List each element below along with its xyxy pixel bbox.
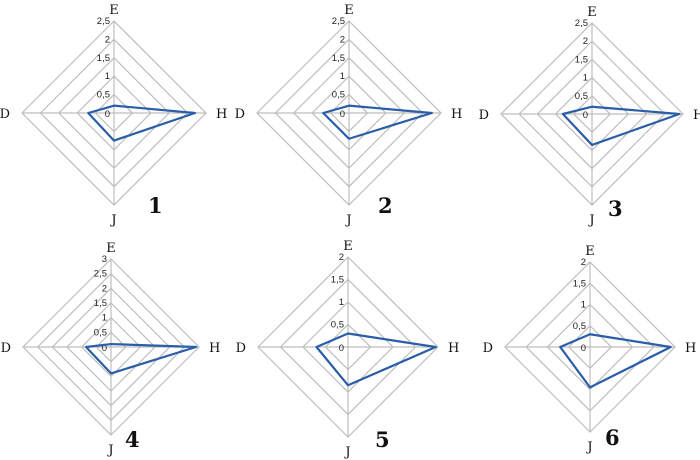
tick-label: 0,5	[575, 91, 588, 102]
axis-label-D: D	[483, 341, 493, 356]
tick-label: 0	[105, 109, 110, 120]
tick-label: 0,5	[573, 321, 586, 332]
axis-label-H: H	[693, 108, 700, 123]
tick-label: 2,5	[94, 269, 107, 280]
chart-number: 5	[375, 427, 390, 452]
axis-label-H: H	[216, 107, 227, 122]
axis-label-D: D	[0, 107, 10, 122]
tick-label: 2	[581, 257, 586, 268]
tick-label: 2	[105, 34, 110, 45]
radar-chart-6: 0 0,5 1 1,5 2E H J D 6	[483, 244, 697, 455]
axis-label-J: J	[106, 443, 113, 458]
chart-number: 6	[605, 425, 620, 450]
tick-label: 0,5	[94, 327, 107, 338]
series-line	[561, 105, 681, 147]
tick-label: 1,5	[94, 298, 107, 309]
series-line	[87, 104, 197, 142]
radar-chart-3: 0 0,5 1 1,5 2 2,5E H J D 3	[479, 5, 700, 228]
tick-label: 1,5	[575, 54, 588, 65]
tick-label: 1	[581, 300, 586, 311]
tick-label: 1,5	[97, 53, 110, 64]
tick-label: 1	[105, 71, 110, 82]
series-line	[315, 332, 437, 387]
chart-number: 1	[148, 193, 163, 218]
axis-label-D: D	[235, 107, 245, 122]
chart-number: 2	[378, 193, 393, 218]
axis-label-E: E	[587, 5, 597, 20]
tick-label: 0	[340, 109, 345, 120]
chart-number: 3	[608, 196, 623, 221]
axis-label-H: H	[685, 341, 696, 356]
tick-label: 1,5	[332, 53, 345, 64]
tick-label: 0	[581, 343, 586, 354]
radar-chart-5: 0 0,5 1 1,5 2E H J D 5	[236, 239, 460, 460]
tick-label: 2	[340, 34, 345, 45]
tick-label: 2,5	[332, 16, 345, 27]
axis-label-H: H	[209, 341, 220, 356]
axis-label-D: D	[479, 108, 489, 123]
series-line	[322, 104, 433, 140]
axis-label-E: E	[109, 3, 119, 18]
axis-label-J: J	[585, 440, 592, 455]
tick-label: 0	[583, 110, 588, 121]
axis-label-E: E	[343, 239, 353, 254]
tick-label: 2	[102, 283, 107, 294]
tick-label: 0,5	[332, 90, 345, 101]
chart-number: 4	[125, 427, 140, 452]
tick-label: 2	[583, 36, 588, 47]
series-line	[84, 342, 198, 375]
axis-label-H: H	[451, 107, 462, 122]
tick-label: 0,5	[97, 90, 110, 101]
radar-chart-1: 0 0,5 1 1,5 2 2,5E H J D 1	[0, 3, 227, 228]
axis-label-E: E	[585, 244, 595, 259]
tick-label: 1,5	[331, 275, 344, 286]
axis-label-D: D	[1, 341, 11, 356]
tick-label: 0,5	[331, 320, 344, 331]
radar-chart-4: 0 0,5 1 1,5 2 2,5 3E H J D 4	[1, 241, 221, 458]
axis-label-J: J	[587, 213, 594, 228]
tick-label: 1	[583, 73, 588, 84]
radar-chart-2: 0 0,5 1 1,5 2 2,5E H J D 2	[235, 3, 463, 228]
tick-label: 1	[340, 71, 345, 82]
tick-label: 2,5	[97, 16, 110, 27]
axis-label-J: J	[109, 213, 116, 228]
axis-label-E: E	[106, 241, 116, 256]
tick-label: 1	[102, 313, 107, 324]
series-line	[559, 333, 672, 389]
axis-label-J: J	[344, 213, 351, 228]
tick-label: 1	[339, 297, 344, 308]
axis-label-J: J	[343, 445, 350, 460]
axis-label-E: E	[344, 3, 354, 18]
tick-label: 2,5	[575, 18, 588, 29]
axis-label-H: H	[448, 341, 459, 356]
tick-label: 0	[102, 343, 107, 354]
tick-label: 1,5	[573, 278, 586, 289]
tick-label: 3	[102, 254, 107, 265]
axis-label-D: D	[236, 341, 246, 356]
tick-label: 0	[339, 343, 344, 354]
tick-label: 2	[339, 252, 344, 263]
